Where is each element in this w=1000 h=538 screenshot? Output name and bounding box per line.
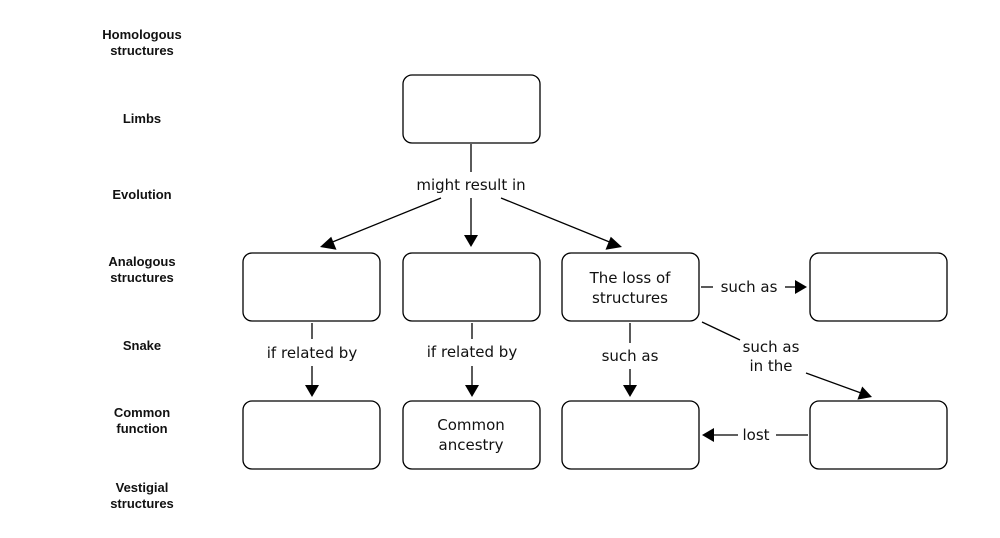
bottom-right-node-box[interactable] [561,400,700,470]
word-bank-item[interactable]: Evolution [112,187,172,202]
word-bank: Homologous structures Limbs Evolution An… [80,0,204,538]
link-label-such-as-right: such as [721,278,778,296]
arrowhead [465,385,479,397]
word-bank-item[interactable]: Homologous structures [102,27,182,58]
arrowhead [605,236,622,250]
link-label-if-related-by-center: if related by [427,343,518,361]
link-label-such-as-down: such as [602,347,659,365]
word-bank-item[interactable]: Limbs [122,111,162,126]
far-right-bottom-node-box[interactable] [809,400,948,470]
bottom-center-node-text-line2: ancestry [439,436,504,454]
word-bank-item[interactable]: Vestigial structures [110,480,174,511]
mid-left-node-box[interactable] [242,252,381,322]
connector-such-as-in-the-lower [805,372,862,394]
arrowhead [795,280,807,294]
mid-center-node-box[interactable] [402,252,541,322]
far-right-mid-node-box[interactable] [809,252,948,322]
arrowhead [623,385,637,397]
mid-right-node-box [561,252,700,322]
bottom-left-node-box[interactable] [242,400,381,470]
link-label-might-result-in: might result in [416,176,525,194]
connector-to-mid-left [329,197,442,244]
connector-to-mid-right [500,197,613,244]
arrowhead [702,428,714,442]
bottom-center-node-box [402,400,541,470]
link-label-such-as-in-the-line2: in the [749,357,792,375]
mid-right-node-text-line1: The loss of [589,269,672,287]
word-bank-item[interactable]: Snake [122,338,162,353]
connector-such-as-in-the-upper [701,321,741,341]
link-label-lost: lost [742,426,769,444]
word-bank-item[interactable]: Common function [113,405,171,436]
link-label-such-as-in-the-line1: such as [743,338,800,356]
arrowhead [320,236,337,250]
arrowhead [857,386,872,400]
top-node-box[interactable] [402,74,541,144]
bottom-center-node-text-line1: Common [437,416,505,434]
arrowhead [305,385,319,397]
link-label-if-related-by-left: if related by [267,344,358,362]
word-bank-item[interactable]: Analogous structures [108,254,176,285]
arrowhead [464,235,478,247]
mid-right-node-text-line2: structures [592,289,668,307]
